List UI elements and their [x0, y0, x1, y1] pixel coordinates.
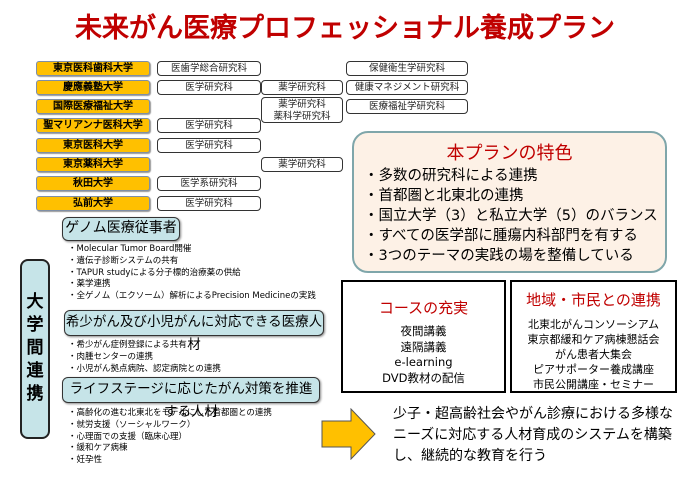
university-name: 慶應義塾大学 [36, 80, 150, 95]
community-item: がん患者大集会 [555, 348, 632, 361]
graduate-school: 薬学研究科 [261, 80, 343, 95]
community-item: ピアサポーター養成講座 [533, 363, 654, 376]
theme-item: ・就労支援（ソーシャルワーク） [68, 419, 196, 430]
graduate-school: 医学研究科 [157, 80, 261, 95]
theme-item: ・希少がん症例登録による共有 [68, 340, 187, 350]
theme-item: ・妊孕性 [68, 455, 103, 466]
theme-item: ・Molecular Tumor Board開催 [68, 244, 192, 254]
theme-item: ・緩和ケア病棟 [68, 443, 128, 454]
theme-item: ・肉腫センターの連携 [68, 351, 154, 362]
course-panel: コースの充実 夜間講義 遠隔講義 e-learning DVD教材の配信 [341, 280, 506, 393]
course-item: 遠隔講義 [400, 339, 447, 354]
graduate-school: 医学研究科 [157, 196, 261, 211]
graduate-school: 保健衛生学研究科 [346, 61, 468, 76]
theme-item: ・全ゲノム（エクソーム）解析によるPrecision Medicineの実践 [68, 291, 316, 302]
course-title: コースの充実 [378, 299, 469, 317]
theme-life-stage-header: ライフステージに応じたがん対策を推進する人材 [62, 377, 320, 420]
theme-item: ・薬学連携 [68, 279, 111, 290]
community-list: 北東北がんコンソーシアム 東京都緩和ケア病棟懇話会 がん患者大集会 ピアサポータ… [512, 317, 675, 392]
label-char: 大 [26, 292, 44, 312]
features-list: ・多数の研究科による連携 ・首都圏と北東北の連携 ・国立大学（3）と私立大学（5… [364, 166, 658, 266]
graduate-school: 健康マネジメント研究科 [346, 80, 468, 95]
graduate-school: 医学研究科 [157, 118, 261, 133]
university-name: 国際医療福祉大学 [36, 99, 150, 114]
right-arrow-icon [321, 408, 376, 460]
graduate-school: 医歯学総合研究科 [157, 61, 261, 76]
theme-item: ・遺伝子診断システムの共有 [68, 255, 179, 266]
theme-genome-header: ゲノム医療従事者 [62, 217, 180, 241]
page-title: 未来がん医療プロフェッショナル養成プラン [75, 13, 615, 44]
graduate-school: 医療福祉学研究科 [346, 99, 468, 114]
label-char: 間 [26, 338, 44, 358]
label-char: 携 [26, 384, 44, 404]
community-panel: 地域・市民との連携 北東北がんコンソーシアム 東京都緩和ケア病棟懇話会 がん患者… [510, 280, 677, 393]
theme-item: ・TAPUR studyによる分子標的治療薬の供給 [68, 267, 241, 278]
theme-life-stage-list: ・高齢化の進む北東北をモデルにした首都圏との連携 ・就労支援（ソーシャルワーク）… [68, 408, 272, 467]
course-item: 夜間講義 [400, 324, 447, 338]
theme-genome-list: ・Molecular Tumor Board開催 ・遺伝子診断システムの共有 ・… [68, 244, 316, 303]
features-panel: 本プランの特色 ・多数の研究科による連携 ・首都圏と北東北の連携 ・国立大学（3… [352, 131, 667, 273]
graduate-school-line: 薬学研究科 [278, 99, 326, 110]
course-item: e-learning [394, 355, 453, 369]
course-item: DVD教材の配信 [382, 370, 465, 385]
theme-rare-cancer-header: 希少がん及び小児がんに対応できる医療人材 [64, 310, 324, 353]
theme-rare-cancer-list: ・希少がん症例登録による共有 ・肉腫センターの連携 ・小児がん拠点病院、認定病院… [68, 340, 221, 375]
theme-item: ・高齢化の進む北東北をモデルにした首都圏との連携 [68, 408, 272, 418]
university-name: 弘前大学 [36, 196, 150, 211]
university-name: 聖マリアンナ医科大学 [36, 118, 150, 133]
feature-item: ・多数の研究科による連携 [364, 168, 538, 184]
feature-item: ・すべての医学部に腫瘍内科部門を有する [364, 228, 638, 244]
theme-item: ・心理面での支援（臨床心理） [68, 431, 188, 442]
graduate-school: 医学研究科 [157, 138, 261, 153]
graduate-school: 薬学研究科 [261, 157, 343, 172]
label-char: 学 [26, 315, 44, 335]
university-name: 東京薬科大学 [36, 157, 150, 172]
course-list: 夜間講義 遠隔講義 e-learning DVD教材の配信 [343, 324, 504, 386]
feature-item: ・国立大学（3）と私立大学（5）のバランス [364, 208, 658, 224]
community-title: 地域・市民との連携 [526, 291, 661, 309]
university-name: 東京医科歯科大学 [36, 61, 150, 76]
university-name: 秋田大学 [36, 176, 150, 191]
summary-text: 少子・超高齢社会やがん診療における多様なニーズに対応する人材育成のシステムを構築… [393, 406, 673, 464]
community-item: 北東北がんコンソーシアム [527, 318, 659, 331]
feature-item: ・首都圏と北東北の連携 [364, 188, 524, 204]
label-char: 連 [26, 361, 44, 381]
community-item: 東京都緩和ケア病棟懇話会 [527, 333, 660, 346]
university-name: 東京医科大学 [36, 138, 150, 153]
theme-item: ・小児がん拠点病院、認定病院との連携 [68, 363, 221, 374]
feature-item: ・3つのテーマの実践の場を整備している [364, 248, 634, 264]
community-item: 市民公開講座・セミナー [533, 378, 654, 391]
graduate-school: 医学系研究科 [157, 176, 261, 191]
graduate-school: 薬学研究科 薬科学研究科 [261, 97, 343, 123]
inter-university-collaboration-label: 大 学 間 連 携 [20, 259, 50, 439]
graduate-school-line: 薬科学研究科 [273, 110, 331, 122]
features-title: 本プランの特色 [446, 143, 573, 164]
